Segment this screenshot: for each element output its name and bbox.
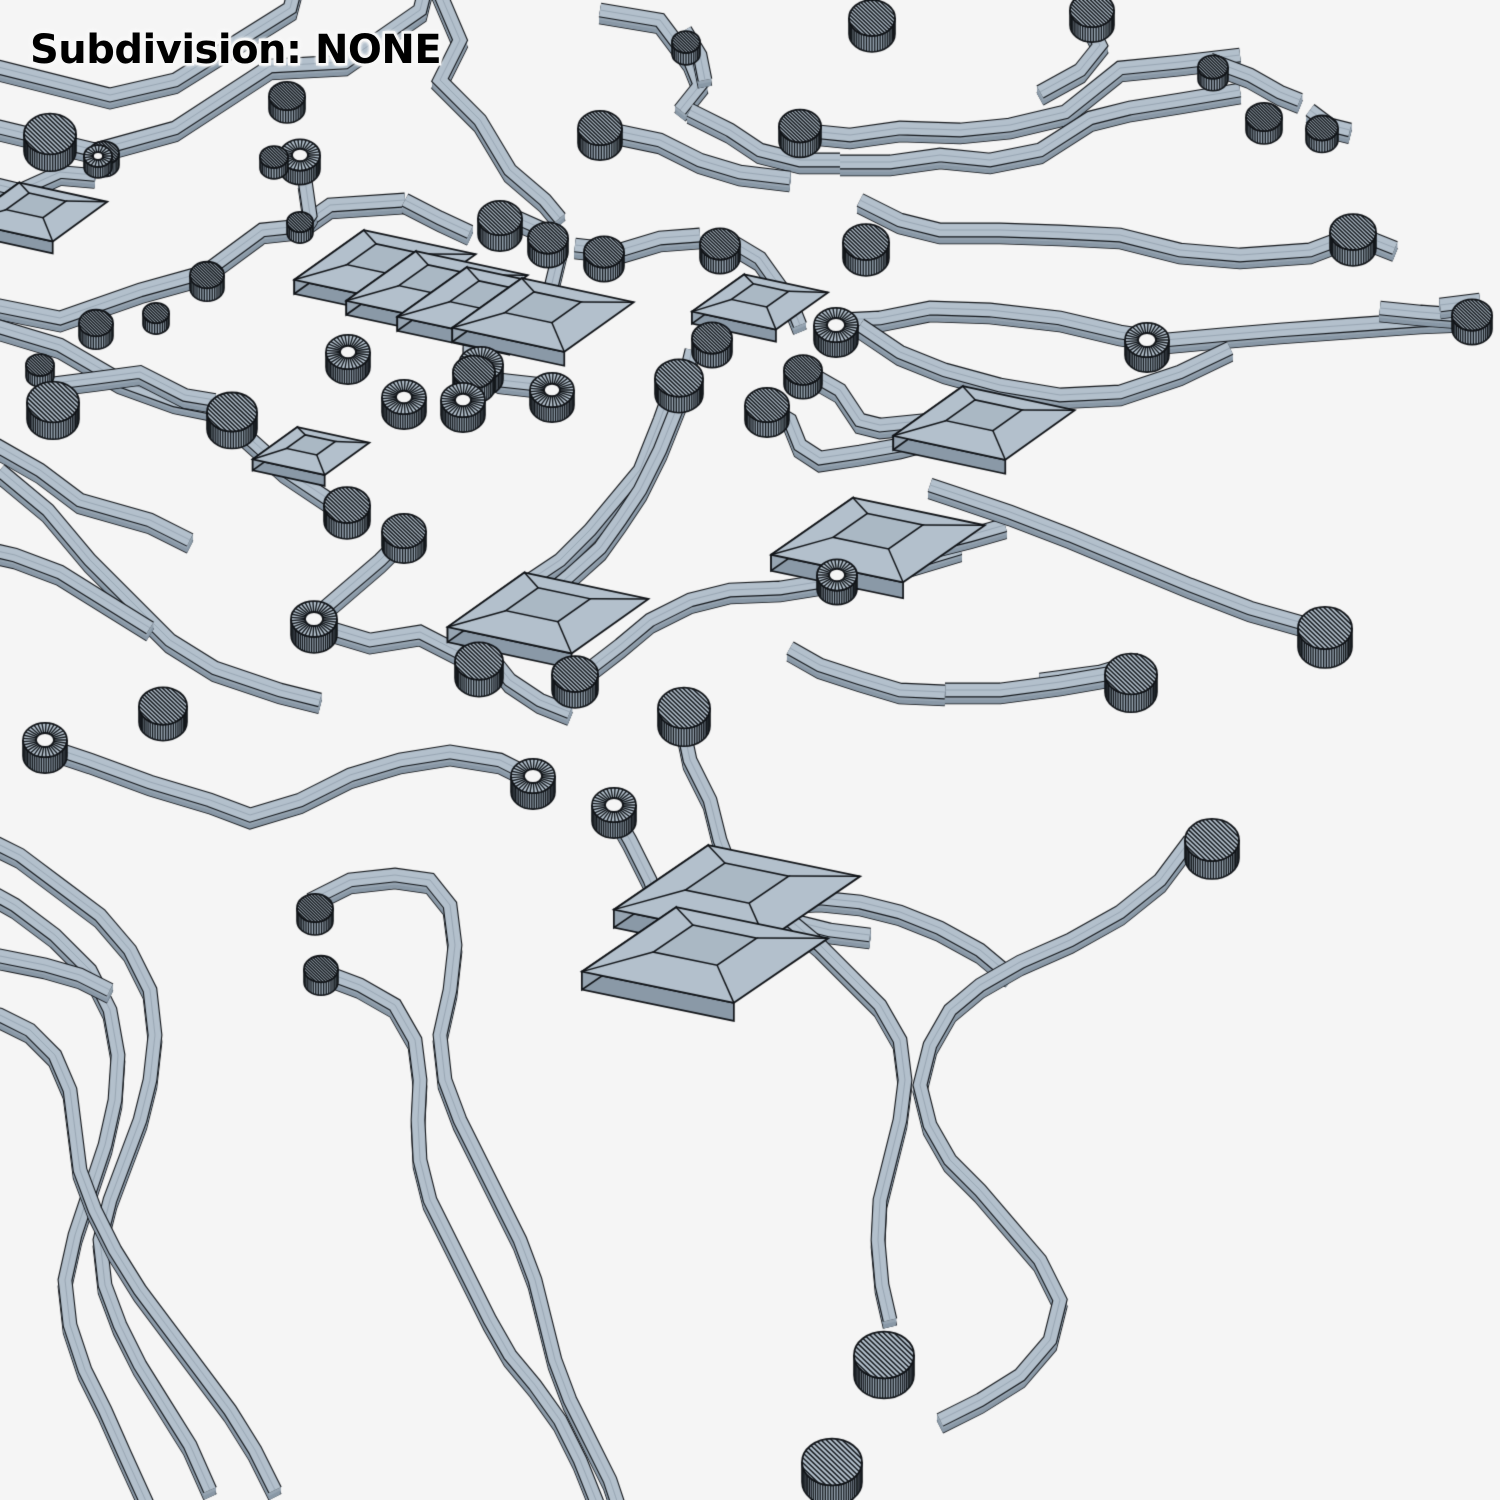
pcb-3d-render-canvas: [0, 0, 1500, 1500]
circuit-board-render-stage: Subdivision: NONE: [0, 0, 1500, 1500]
